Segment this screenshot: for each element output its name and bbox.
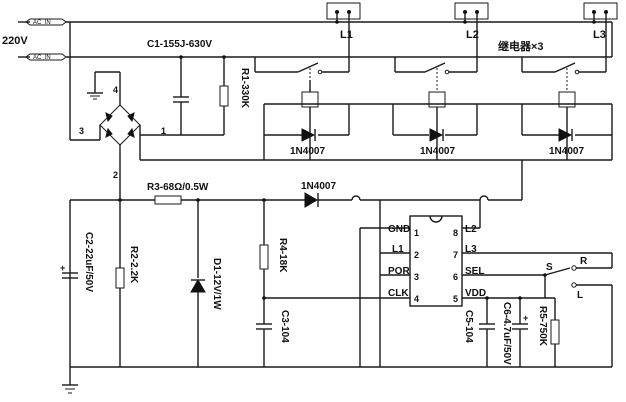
diode-1-label: 1N4007: [290, 146, 325, 157]
bridge-pin-2: 2: [113, 170, 118, 180]
diode-series: [304, 192, 319, 208]
ic-pin-8-name: L2: [465, 224, 477, 235]
switch-r-label: R: [580, 256, 588, 267]
ac-input-1: AC_IN: [25, 18, 67, 26]
switch-s-label: S: [546, 262, 553, 273]
ic-pin-2-name: L1: [392, 244, 404, 255]
load-l3-label: L3: [593, 29, 606, 41]
ac-input-1-label: AC_IN: [33, 20, 51, 26]
relay-note: 继电器×3: [498, 39, 544, 53]
c5-label: C5-104: [463, 310, 474, 343]
load-l2-label: L2: [466, 29, 479, 41]
ac-input-2: AC_IN: [25, 53, 67, 61]
bridge-pin-1: 1: [161, 126, 166, 136]
diode-series-label: 1N4007: [301, 181, 336, 192]
r5-label: R5-750K: [537, 306, 548, 347]
load-connector-l1: L1: [326, 2, 361, 72]
ic-pin-7-num: 7: [453, 250, 458, 260]
ic-pin-5-num: 5: [453, 294, 458, 304]
ic-pin-6-num: 6: [453, 272, 458, 282]
relay-rail-wires: [139, 57, 613, 161]
ic-pin-3-num: 3: [414, 272, 419, 282]
voltage-label: 220V: [2, 35, 28, 47]
diode-3-label: 1N4007: [549, 146, 584, 157]
ic-pin-8-num: 8: [453, 228, 458, 238]
zener-d1: [190, 198, 206, 367]
d1-label: D1-12V/1W: [211, 258, 222, 310]
r1-label: R1-330K: [239, 68, 250, 109]
ic-pin-4-num: 4: [414, 294, 419, 304]
ic-chip: [264, 200, 612, 367]
lower-rails: [62, 160, 613, 394]
relay-3: [521, 57, 612, 160]
relay-1: [255, 62, 350, 160]
capacitor-c2: +: [60, 263, 78, 279]
load-l1-label: L1: [340, 29, 353, 41]
r2-label: R2-2.2K: [128, 246, 139, 284]
ic-pin-2-num: 2: [414, 250, 419, 260]
ic-pin-4-name: CLK: [388, 288, 409, 299]
c3-label: C3-104: [279, 310, 290, 343]
c1-label: C1-155J-630V: [147, 39, 212, 50]
ac-input-2-label: AC_IN: [33, 55, 51, 61]
resistor-r3: [154, 195, 182, 205]
resistor-r4: [259, 198, 269, 324]
load-connector-l2: L2: [454, 2, 489, 72]
relay-2: [392, 57, 478, 160]
selector-switch: [544, 253, 613, 288]
c2-label: C2-22uF/50V: [83, 232, 94, 292]
r3-label: R3-68Ω/0.5W: [147, 182, 209, 193]
ic-pin-5-name: VDD: [465, 288, 486, 299]
bridge-pin-3: 3: [79, 126, 84, 136]
top-wires: [18, 21, 613, 141]
ic-pin-1-num: 1: [414, 228, 419, 238]
svg-text:+: +: [60, 263, 65, 273]
capacitor-c5: [479, 323, 495, 367]
diode-2-label: 1N4007: [420, 146, 455, 157]
svg-text:+: +: [523, 313, 528, 323]
capacitor-c6: +: [512, 313, 528, 367]
c6-label: C6-4.7uF/50V: [501, 302, 512, 365]
capacitor-c1: [173, 55, 189, 135]
switch-l-label: L: [577, 290, 583, 301]
ic-pin-3-name: POR: [388, 266, 410, 277]
ic-pin-1-name: GND: [388, 224, 410, 235]
r4-label: R4-18K: [277, 238, 288, 273]
ic-pin-6-name: SEL: [465, 266, 484, 277]
resistor-r2: [115, 198, 125, 367]
ic-pin-7-name: L3: [465, 244, 477, 255]
load-connector-l3: L3: [583, 2, 618, 72]
resistor-r1: [181, 55, 229, 136]
bridge-pin-4: 4: [113, 85, 118, 95]
bridge-rectifier: [87, 71, 141, 178]
capacitor-c3: [256, 323, 272, 367]
